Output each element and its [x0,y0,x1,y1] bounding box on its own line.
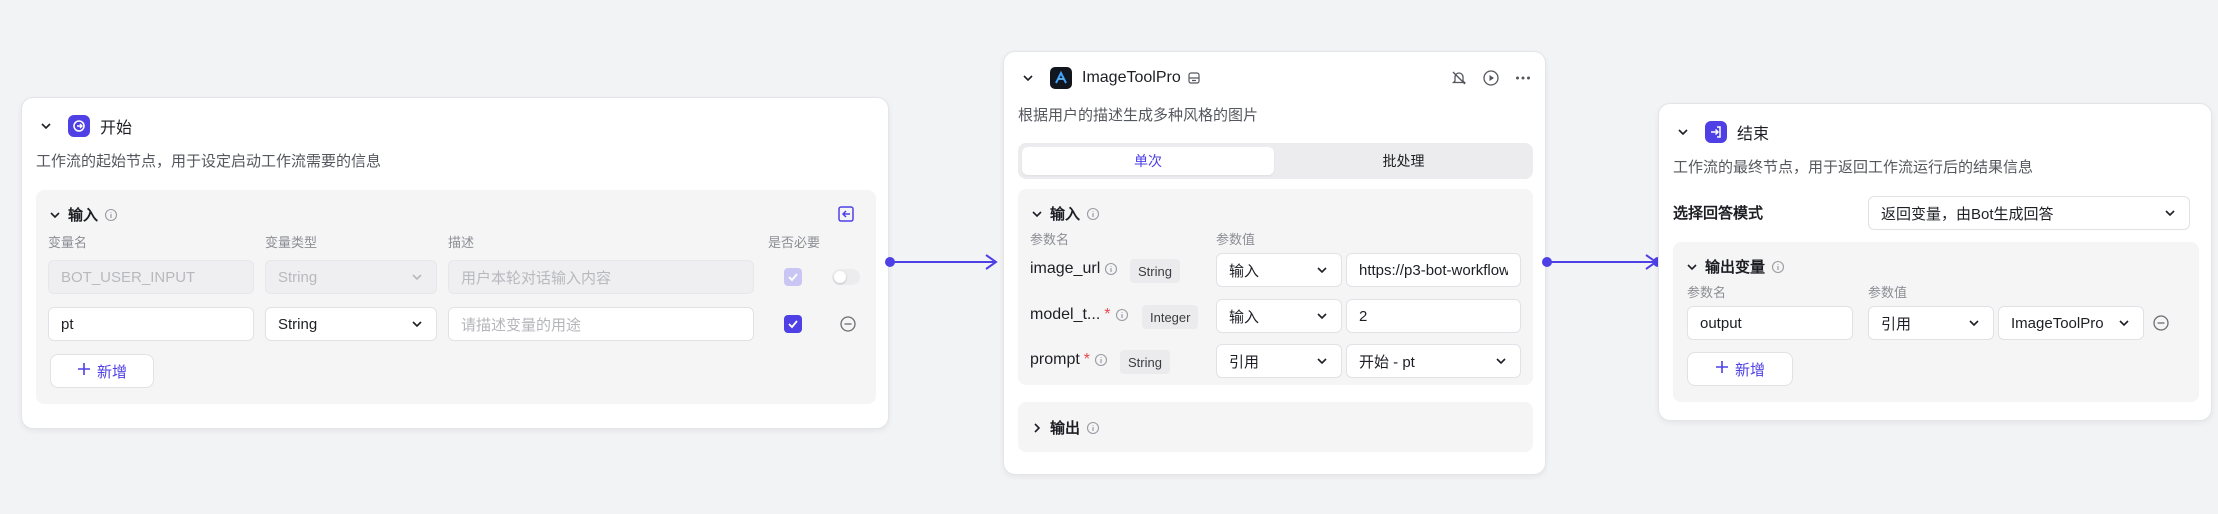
start-node[interactable]: 开始 工作流的起始节点，用于设定启动工作流需要的信息 输入 变量名 变量类型 描… [21,97,889,429]
section-title: 输出变量 [1705,259,1766,276]
input-section: 输入 变量名 变量类型 描述 是否必要 BOT_USER_INPUT Strin… [36,190,876,404]
column-header-type: 变量类型 [265,235,318,250]
info-icon[interactable] [1086,207,1100,221]
param-name: model_t...* [1030,306,1129,324]
value-mode-select[interactable]: 引用 [1216,344,1342,378]
required-marker: * [1104,306,1111,323]
end-node[interactable]: 结束 工作流的最终节点，用于返回工作流运行后的结果信息 选择回答模式 返回变量，… [1658,103,2212,421]
chevron-down-icon [1967,316,1981,330]
column-header-param-name: 参数名 [1030,232,1070,247]
info-icon[interactable] [1094,353,1108,367]
mode-tabs: 单次 批处理 [1018,143,1533,179]
variable-description-input: 用户本轮对话输入内容 [448,260,754,294]
more-icon[interactable] [1513,68,1533,88]
column-header-name: 变量名 [48,235,88,250]
run-icon[interactable] [1481,68,1501,88]
collapse-chevron-icon[interactable] [36,116,56,136]
add-label: 新增 [96,363,127,381]
output-port[interactable] [1542,257,1552,267]
start-icon [68,115,90,137]
output-name-input[interactable]: output [1687,306,1853,340]
info-icon[interactable] [1771,260,1785,274]
node-title: ImageToolPro [1082,69,1181,86]
param-name: prompt* [1030,351,1108,369]
section-chevron-icon[interactable] [1685,257,1699,277]
add-output-button[interactable]: 新增 [1687,352,1793,386]
model-type-input[interactable]: 2 [1346,299,1521,333]
info-icon[interactable] [1115,308,1129,322]
chevron-down-icon [2117,316,2131,330]
variable-type-select: String [265,260,437,294]
column-header-param-value: 参数值 [1216,232,1256,247]
plus-icon [1715,360,1729,378]
add-variable-button[interactable]: 新增 [50,354,154,388]
output-section[interactable]: 输出 [1018,402,1533,452]
node-description: 根据用户的描述生成多种风格的图片 [1018,107,1259,124]
input-section: 输入 参数名 参数值 image_url String 输入 https://p… [1018,189,1533,385]
remove-icon[interactable] [838,314,858,334]
chevron-down-icon [1315,263,1329,277]
variable-name-input: BOT_USER_INPUT [48,260,254,294]
chevron-down-icon [1315,309,1329,323]
end-icon [1705,121,1727,143]
required-checkbox[interactable] [784,315,802,333]
value-mode-select[interactable]: 输入 [1216,253,1342,287]
section-chevron-icon[interactable] [1030,204,1044,224]
imagetoolpro-logo-icon [1050,67,1072,89]
column-header-required: 是否必要 [768,235,821,250]
import-icon[interactable] [836,204,856,224]
plus-icon [77,362,91,380]
section-title: 输入 [1050,206,1081,223]
info-icon[interactable] [1104,262,1118,276]
expand-chevron-icon[interactable] [1030,418,1044,438]
collapse-chevron-icon[interactable] [1673,122,1693,142]
column-header-description: 描述 [448,235,475,250]
chevron-down-icon [410,317,424,331]
answer-mode-select[interactable]: 返回变量，由Bot生成回答 [1868,196,2190,230]
column-header-param-value: 参数值 [1868,285,1908,300]
chevron-down-icon [1494,354,1508,368]
chevron-down-icon [2163,206,2177,220]
output-reference-select[interactable]: ImageToolPro [1998,306,2144,340]
collapse-chevron-icon[interactable] [1018,68,1038,88]
type-tag: String [1120,350,1170,374]
required-marker: * [1083,351,1091,368]
section-chevron-icon[interactable] [48,205,62,225]
variable-description-input[interactable]: 请描述变量的用途 [448,307,754,341]
debug-off-icon[interactable] [1449,68,1469,88]
section-title: 输入 [68,207,99,224]
edge-connector [1548,254,1658,270]
tool-node[interactable]: ImageToolPro 根据用户的描述生成多种风格的图片 单次 批处理 [1003,51,1546,475]
tab-batch[interactable]: 批处理 [1382,153,1425,169]
type-tag: Integer [1142,305,1199,329]
column-header-param-name: 参数名 [1687,285,1727,300]
info-icon[interactable] [1086,421,1100,435]
storage-icon [1187,71,1201,85]
chevron-down-icon [410,270,424,284]
variable-name-input[interactable]: pt [48,307,254,341]
answer-mode-label: 选择回答模式 [1673,205,1764,222]
type-tag: String [1130,259,1180,283]
prompt-reference-select[interactable]: 开始 - pt [1346,344,1521,378]
remove-icon[interactable] [2151,313,2171,333]
node-title: 开始 [100,120,133,137]
chevron-down-icon [1315,354,1329,368]
node-description: 工作流的最终节点，用于返回工作流运行后的结果信息 [1673,159,2034,176]
section-title: 输出 [1050,420,1081,437]
edge-connector [890,254,998,270]
required-checkbox [784,268,802,286]
info-icon[interactable] [104,208,118,222]
image-url-input[interactable]: https://p3-bot-workflow [1346,253,1521,287]
node-title: 结束 [1737,126,1770,143]
output-variables-section: 输出变量 参数名 参数值 output 引用 ImageToolPro [1673,242,2199,402]
variable-type-select[interactable]: String [265,307,437,341]
node-description: 工作流的起始节点，用于设定启动工作流需要的信息 [36,153,382,170]
add-label: 新增 [1734,361,1765,379]
variable-toggle [832,269,860,285]
value-mode-select[interactable]: 引用 [1868,306,1994,340]
value-mode-select[interactable]: 输入 [1216,299,1342,333]
tab-single[interactable]: 单次 [1022,147,1274,175]
param-name: image_url [1030,260,1118,278]
